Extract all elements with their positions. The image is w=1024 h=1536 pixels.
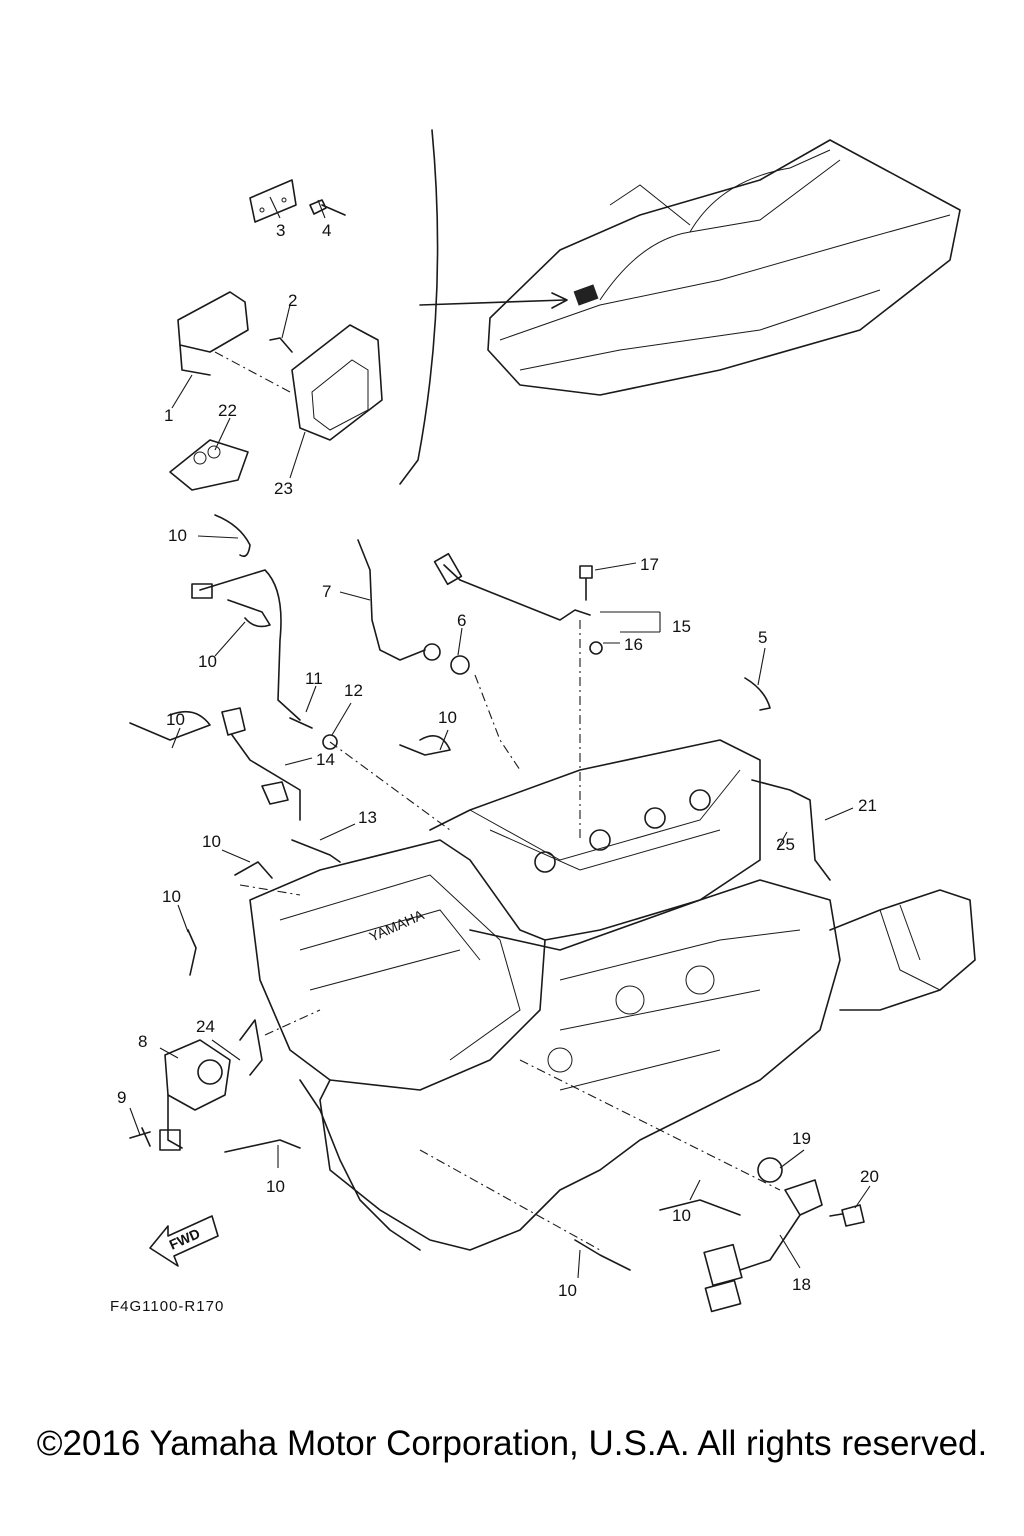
callout-4: 4 [322, 221, 331, 240]
cover-brand: YAMAHA [367, 906, 427, 945]
callout-7: 7 [322, 582, 331, 601]
callout-12: 12 [344, 681, 363, 700]
callout-22: 22 [218, 401, 237, 420]
drawing-code: F4G1100-R170 [110, 1298, 225, 1315]
callout-15: 15 [672, 617, 691, 636]
leader-lines [129, 196, 871, 1279]
callout-10-f: 10 [162, 887, 181, 906]
fwd-arrow-icon: FWD [149, 1215, 219, 1267]
callout-23: 23 [274, 479, 293, 498]
callout-10-g: 10 [266, 1177, 285, 1196]
callout-1: 1 [164, 406, 173, 425]
callout-18: 18 [792, 1275, 811, 1294]
callout-11: 11 [305, 669, 323, 688]
callout-labels: 3 4 2 22 1 23 10 7 17 15 16 6 5 10 11 12… [117, 221, 879, 1300]
copyright-notice: ©2016 Yamaha Motor Corporation, U.S.A. A… [36, 1424, 988, 1463]
callout-25: 25 [776, 835, 795, 854]
callout-20: 20 [860, 1167, 879, 1186]
callout-10-h: 10 [672, 1206, 691, 1225]
callout-2: 2 [288, 291, 297, 310]
engine-illustration: YAMAHA [239, 620, 976, 1251]
callout-24: 24 [196, 1017, 215, 1036]
callout-16: 16 [624, 635, 643, 654]
sensor-group [703, 1157, 865, 1313]
harness-group [129, 514, 831, 1271]
callout-14: 14 [316, 750, 335, 769]
callout-6: 6 [457, 611, 466, 630]
callout-10-a: 10 [168, 526, 187, 545]
fwd-label: FWD [167, 1225, 203, 1253]
callout-5: 5 [758, 628, 767, 647]
watercraft-illustration [399, 129, 961, 485]
callout-10-c: 10 [166, 710, 185, 729]
callout-10-i: 10 [558, 1281, 577, 1300]
ecu-group [169, 179, 383, 491]
callout-17: 17 [640, 555, 659, 574]
callout-9: 9 [117, 1088, 126, 1107]
callout-3: 3 [276, 221, 285, 240]
callout-21: 21 [858, 796, 877, 815]
callout-8: 8 [138, 1032, 147, 1051]
callout-19: 19 [792, 1129, 811, 1148]
bracket-group [129, 1019, 263, 1151]
callout-10-b: 10 [198, 652, 217, 671]
callout-10-d: 10 [438, 708, 457, 727]
callout-13: 13 [358, 808, 377, 827]
callout-10-e: 10 [202, 832, 221, 851]
